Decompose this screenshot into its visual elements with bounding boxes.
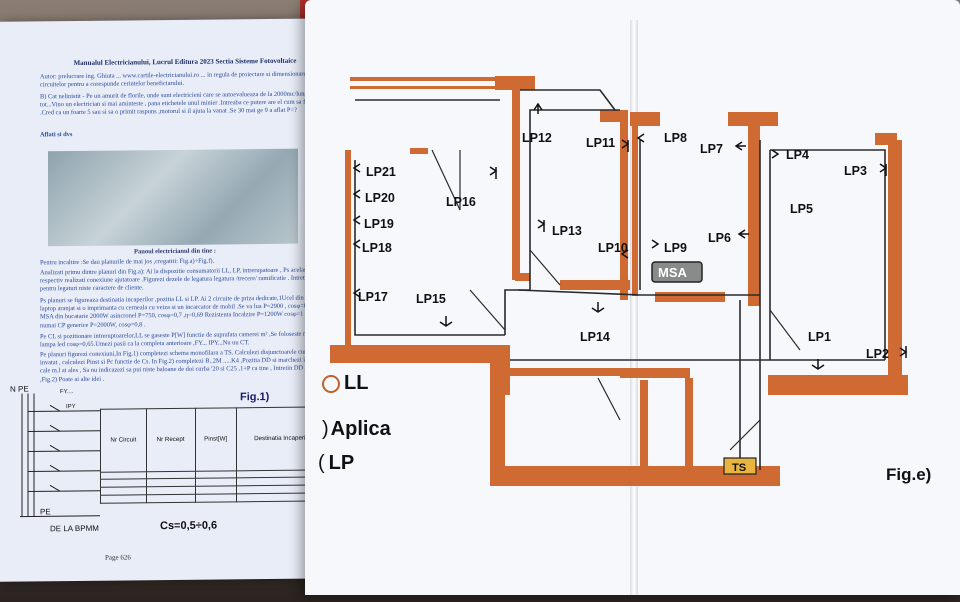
wall-sconce-icon: ) [322, 418, 329, 440]
lp17-label: LP17 [358, 290, 388, 304]
lp6-label: LP6 [708, 231, 731, 245]
ts-panel [723, 457, 757, 475]
lp8-label: LP8 [664, 131, 687, 145]
lp13-label: LP13 [552, 224, 582, 238]
pe-label: N PE [10, 385, 29, 394]
lp4-label: LP4 [786, 148, 809, 162]
lp5-label: LP5 [790, 202, 813, 216]
lp20-label: LP20 [365, 191, 395, 205]
lp16-label: LP16 [446, 195, 476, 209]
lp7-label: LP7 [700, 142, 723, 156]
lp2-label: LP2 [866, 347, 889, 361]
lp19-label: LP19 [364, 217, 394, 231]
bottom-pe-label: PE [40, 507, 51, 516]
lp1-label: LP1 [808, 330, 831, 344]
legend-lp: (LP [318, 452, 355, 474]
lp14-label: LP14 [580, 330, 610, 344]
lp10-label: LP10 [598, 241, 628, 255]
legend-ll: LL [322, 372, 368, 395]
lamp-symbols [352, 102, 908, 370]
lp9-label: LP9 [664, 241, 687, 255]
ipy-label: IPY [66, 404, 76, 410]
msa-label: MSA [658, 265, 688, 280]
single-line-diagram: N PE FY.... IPY PE [10, 385, 100, 518]
msa-box [651, 261, 703, 283]
fy-label: FY.... [60, 389, 74, 395]
walls [330, 76, 908, 486]
door-swings [431, 149, 801, 451]
lamp-point-icon: ( [318, 452, 325, 474]
ceiling-lamp-icon [322, 374, 340, 393]
lp21-label: LP21 [366, 165, 396, 179]
lp11-label: LP11 [586, 136, 615, 150]
lp3-label: LP3 [844, 164, 867, 178]
ts-label: TS [732, 462, 746, 474]
book-spine [630, 20, 638, 595]
figure-label: Fig.e) [886, 465, 932, 484]
lp12-label: LP12 [522, 131, 552, 145]
left-page: Manualul Electricianului, Lucrul Editura… [0, 18, 345, 582]
legend-aplica: )Aplica [322, 418, 391, 440]
lp18-label: LP18 [362, 241, 392, 255]
wiring [354, 89, 886, 470]
lp15-label: LP15 [416, 292, 446, 306]
